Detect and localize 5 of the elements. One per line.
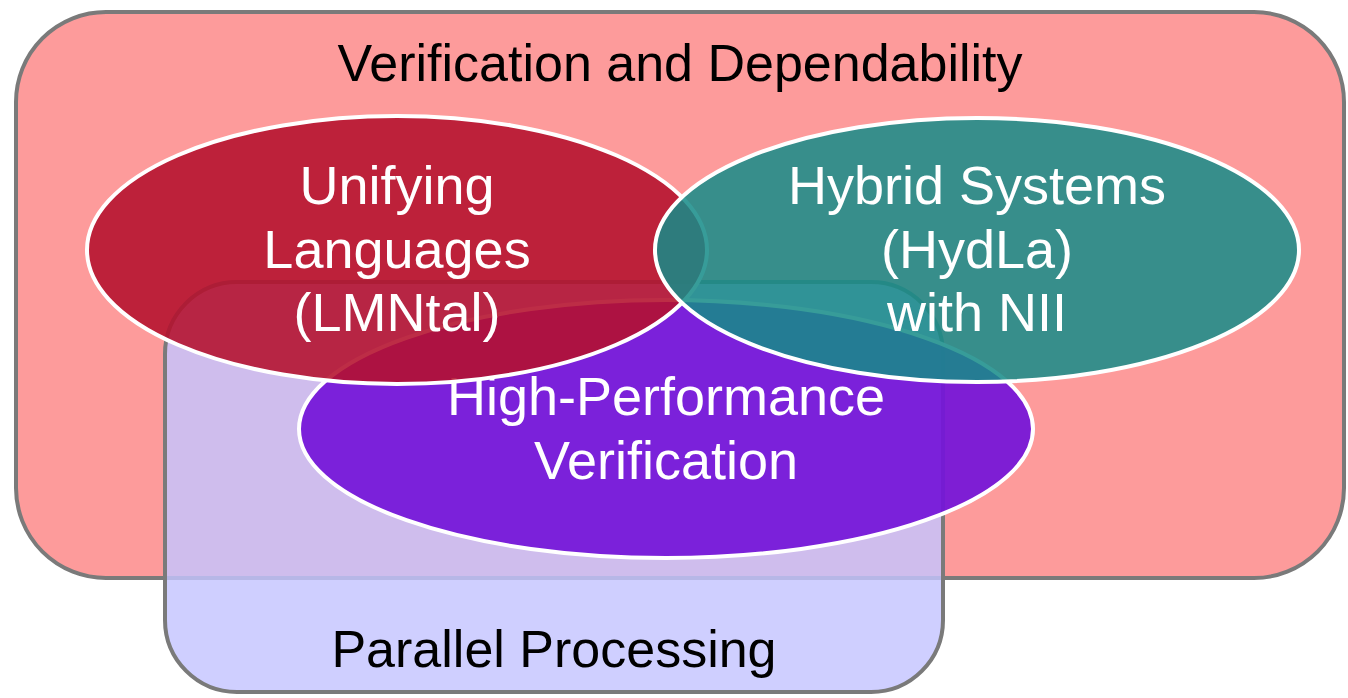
area-title: Verification and Dependability [336,33,1024,94]
topic-label: Unifying Languages (LMNtal) [262,154,532,345]
topic-label: Hybrid Systems (HydLa) with NII [786,154,1168,345]
area-title: Parallel Processing [330,618,778,680]
topic-label: High-Performance Verification [445,365,887,492]
